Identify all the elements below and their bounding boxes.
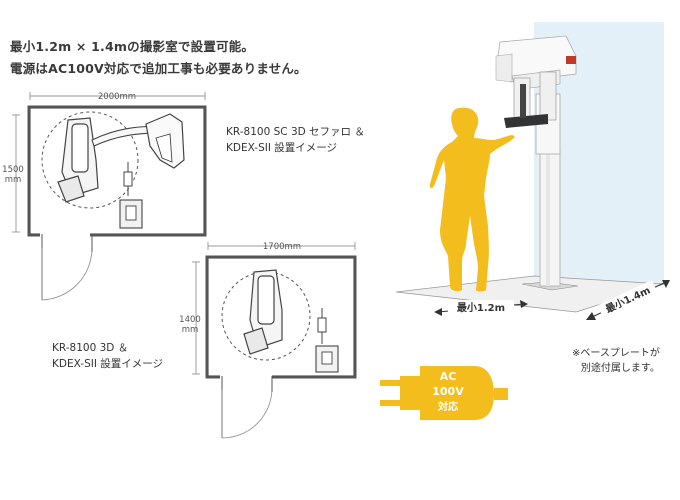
ac-plug-badge: AC 100V 対応 xyxy=(380,366,508,420)
plug-label-ac: AC xyxy=(440,370,457,383)
min-width-label: 最小1.2m xyxy=(457,301,505,314)
plan-bottom-height-label: 1400 xyxy=(179,315,201,325)
note-line-1: ※ベースプレートが xyxy=(572,348,660,359)
headline-line-1: 最小1.2m × 1.4mの撮影室で設置可能。 xyxy=(10,39,255,54)
plan-top-width-label: 2000mm xyxy=(98,92,136,102)
plan-bottom-caption-line-1: KR-8100 3D ＆ xyxy=(52,342,129,354)
note-line-2: 別途付属します。 xyxy=(580,363,660,374)
person-silhouette xyxy=(429,107,515,292)
plan-top-height-label: 1500 xyxy=(2,165,24,175)
plan-top-caption-line-1: KR-8100 SC 3D セファロ ＆ xyxy=(226,126,365,138)
plan-top-caption-line-2: KDEX-SII 設置イメージ xyxy=(226,142,338,154)
floor-plan-bottom: 1700mm 1400 mm xyxy=(179,242,357,439)
headline-line-2: 電源はAC100V対応で追加工事も必要ありません。 xyxy=(10,61,307,76)
plug-label-support: 対応 xyxy=(437,400,458,413)
plan-bottom-caption-line-2: KDEX-SII 設置イメージ xyxy=(52,358,164,370)
plan-top-height-unit: mm xyxy=(5,175,22,185)
wall xyxy=(534,22,664,284)
room-illustration: 最小1.2m 最小1.4m xyxy=(395,22,670,320)
plan-bottom-width-label: 1700mm xyxy=(263,242,301,252)
plan-bottom-height-unit: mm xyxy=(182,325,199,335)
plug-label-voltage: 100V xyxy=(432,385,464,398)
floor-plan-top: 2000mm 1500 mm xyxy=(2,92,207,301)
